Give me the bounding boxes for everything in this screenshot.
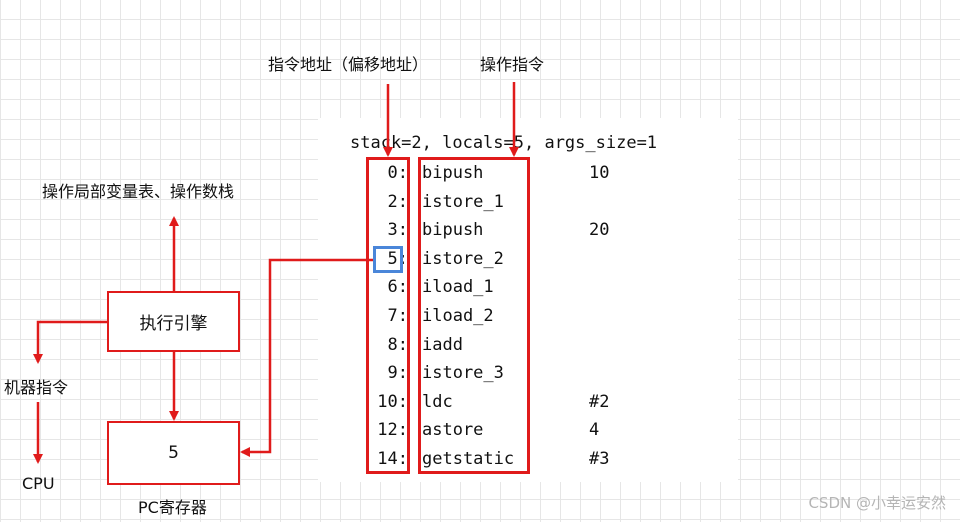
bytecode-opcode: getstatic: [422, 449, 515, 469]
bytecode-offset: 3:: [387, 220, 408, 241]
bytecode-offset: 14:: [377, 449, 408, 469]
code-header: stack=2, locals=5, args_size=1: [350, 133, 658, 153]
bytecode-offset: 2:: [387, 191, 408, 212]
bytecode-arg: 20: [589, 220, 610, 241]
operate-local-vars-label: 操作局部变量表、操作数栈: [42, 182, 235, 201]
bytecode-offset: 9:: [387, 363, 408, 384]
pc-register-label: PC寄存器: [138, 498, 207, 517]
bytecode-offset: 12:: [377, 420, 408, 441]
bytecode-opcode: astore: [422, 420, 484, 441]
bytecode-offset: 0:: [387, 163, 408, 183]
bytecode-arg: #2: [589, 391, 610, 412]
bytecode-opcode: bipush: [422, 220, 484, 241]
bytecode-offset: 8:: [387, 334, 408, 355]
bytecode-opcode: ldc: [422, 391, 453, 412]
bytecode-offset: 7:: [387, 306, 408, 326]
offset-to-pc-arrow: [240, 258, 373, 457]
machine-instruction-label: 机器指令: [4, 378, 69, 397]
bytecode-opcode: iload_2: [422, 306, 494, 326]
bytecode-offset: 6:: [387, 277, 408, 298]
execution-engine-box: 执行引擎: [107, 291, 240, 352]
instruction-address-label: 指令地址（偏移地址）: [268, 55, 429, 74]
bytecode-offset: 10:: [377, 391, 408, 412]
watermark: CSDN @小幸运安然: [808, 494, 946, 512]
bytecode-arg: 10: [589, 163, 610, 183]
bytecode-arg: 4: [589, 420, 600, 441]
bytecode-opcode: bipush: [422, 163, 484, 183]
cpu-label: CPU: [22, 474, 55, 493]
opcode-column-outline: [418, 157, 530, 474]
current-offset-highlight: [373, 246, 403, 273]
offset-column-outline: [366, 157, 410, 474]
bytecode-opcode: iload_1: [422, 277, 494, 298]
engine-to-machine-arrow: [33, 320, 107, 364]
bytecode-arg: #3: [589, 449, 610, 469]
bytecode-opcode: iadd: [422, 334, 463, 355]
bytecode-opcode: istore_1: [422, 191, 504, 212]
bytecode-opcode: istore_2: [422, 248, 504, 269]
operation-instruction-label: 操作指令: [480, 55, 545, 74]
pc-register-box: 5: [107, 421, 240, 485]
bytecode-opcode: istore_3: [422, 363, 504, 384]
